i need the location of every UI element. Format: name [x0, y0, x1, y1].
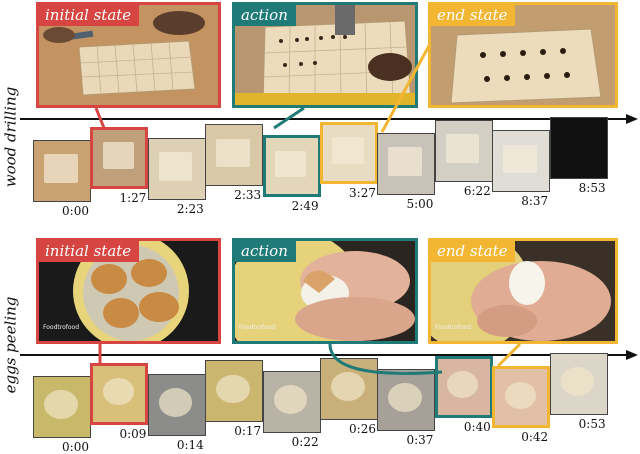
watermark: Foodtrofood [43, 324, 80, 331]
thumbnail-content [388, 146, 423, 176]
timeline-thumbnail [434, 355, 493, 418]
timestamp-label: 0:00 [62, 204, 89, 218]
thumbnail-content [273, 385, 308, 415]
timeline-thumbnail [434, 119, 493, 182]
thumbnail-content [44, 390, 78, 419]
timestamp-label: 8:37 [521, 194, 549, 209]
timeline-thumbnail [377, 368, 436, 431]
timestamp-label: 8:53 [578, 181, 606, 196]
panel-action-wood: action [232, 2, 418, 108]
panel-initial-eggs: initial state Foodtrofood [36, 238, 221, 344]
timestamp-label: 0:26 [349, 422, 376, 436]
timestamp-label: 0:37 [406, 432, 434, 447]
peeling-egg-image [235, 241, 415, 341]
panel-tag: action [235, 241, 296, 262]
thumbnail-content [332, 137, 364, 165]
timeline-arrow [20, 114, 638, 124]
timestamp-label: 0:00 [62, 440, 89, 454]
timestamp-label: 2:23 [176, 201, 204, 216]
watermark: Foodtrofood [435, 324, 472, 331]
panel-initial-wood: initial state [36, 2, 221, 108]
panel-end-eggs: end state Foodtrofood [428, 238, 618, 344]
thumbnail-content [158, 151, 193, 181]
panel-tag: action [235, 5, 296, 26]
thumbnail-content [102, 378, 134, 405]
timestamp-label: 0:53 [578, 417, 606, 432]
timestamp-label: 1:27 [119, 190, 147, 205]
timeline-thumbnail [377, 132, 436, 195]
watermark: Foodtrofood [239, 324, 276, 331]
thumbnail-content [44, 154, 78, 183]
timeline-thumbnail [262, 371, 321, 434]
timeline-thumbnail [492, 130, 551, 193]
timestamp-label: 0:40 [463, 419, 491, 434]
thumbnail-content [560, 367, 595, 397]
timeline-thumbnail [33, 140, 91, 202]
timeline-thumbnail [33, 376, 91, 438]
thumbnail-content [102, 142, 134, 169]
timeline-thumbnail [205, 360, 264, 423]
timestamp-label: 5:00 [406, 196, 434, 211]
thumbnail-content [216, 138, 250, 168]
timeline-thumbnail [320, 358, 378, 420]
thumbnail-content [274, 150, 307, 178]
thumbnail-content [158, 387, 193, 417]
timestamp-label: 2:33 [234, 188, 262, 203]
timeline-thumbnail [90, 126, 149, 189]
timestamp-label: 0:42 [521, 430, 549, 445]
timestamp-label: 0:22 [291, 435, 319, 450]
thumbnail-content [447, 370, 479, 398]
timeline-thumbnail [492, 366, 551, 429]
timestamp-label: 3:27 [349, 186, 376, 200]
thumbnail-content [331, 372, 365, 401]
panel-tag: end state [431, 5, 516, 26]
panel-tag: end state [431, 241, 516, 262]
drilled-plank-image [431, 5, 615, 105]
thumbnail-content [216, 374, 250, 404]
timeline-thumbnail [549, 353, 608, 416]
timestamp-label: 6:22 [463, 183, 491, 198]
timestamp-label: 0:09 [119, 426, 147, 441]
timestamp-label: 2:49 [291, 199, 319, 214]
panel-tag: initial state [39, 5, 140, 26]
panel-action-eggs: action Foodtrofood [232, 238, 418, 344]
panel-end-wood: end state [428, 2, 618, 108]
thumbnail-content [503, 144, 537, 174]
timeline-arrow [20, 350, 638, 360]
timeline-thumbnail [90, 362, 149, 425]
panel-tag: initial state [39, 241, 140, 262]
timeline-thumbnail [549, 117, 608, 180]
peeled-egg-image [431, 241, 615, 341]
timestamp-label: 0:17 [234, 424, 262, 439]
timeline-thumbnail [320, 122, 378, 184]
thumbnail-content [504, 381, 536, 409]
timeline-thumbnail [205, 124, 264, 187]
row-label-eggs-peeling: eggs peeling [1, 296, 20, 394]
row-label-wood-drilling: wood drilling [1, 86, 19, 188]
thumbnail-content [445, 133, 480, 163]
timestamp-label: 0:14 [176, 437, 204, 452]
timeline-thumbnail [147, 137, 206, 200]
timeline-thumbnail [262, 135, 321, 198]
thumbnail-content [388, 382, 423, 412]
timeline-thumbnail [147, 373, 206, 436]
